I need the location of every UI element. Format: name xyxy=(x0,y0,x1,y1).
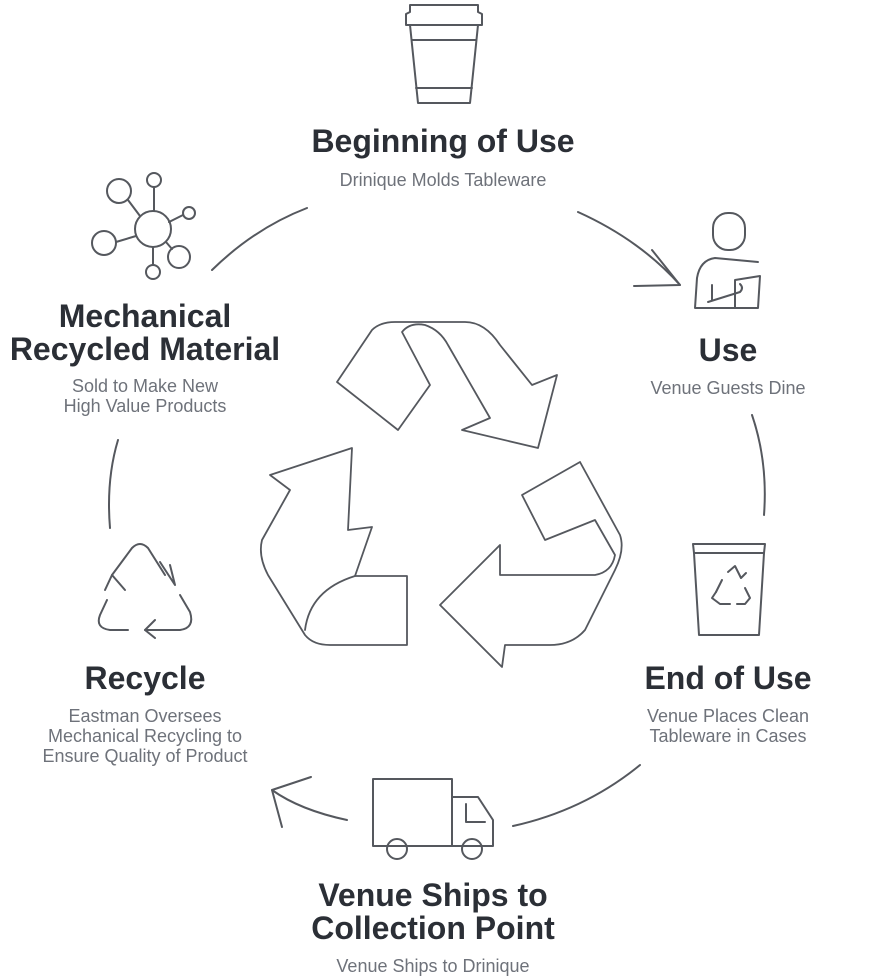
title-line: Collection Point xyxy=(311,910,555,946)
title-line: Venue Ships to xyxy=(318,877,548,913)
subtitle-line: Tableware in Cases xyxy=(649,726,807,746)
arc-mechanical-to-beginning xyxy=(211,207,308,271)
stage-subtitle-beginning: Drinique Molds Tableware xyxy=(339,170,547,190)
stage-title-end: End of Use xyxy=(644,660,812,696)
arrowhead-use xyxy=(633,249,681,287)
subtitle-line: Sold to Make New xyxy=(71,376,219,396)
stage-subtitle-end: Venue Places Clean Tableware in Cases xyxy=(618,706,838,746)
stage-subtitle-use: Venue Guests Dine xyxy=(650,378,806,398)
arc-end-to-ship xyxy=(512,764,641,827)
arc-use-to-end xyxy=(751,414,766,516)
subtitle-line: Eastman Oversees xyxy=(68,706,222,726)
stage-title-use: Use xyxy=(698,332,758,368)
stage-subtitle-recycle: Eastman Oversees Mechanical Recycling to… xyxy=(15,706,275,766)
central-recycle-symbol-icon xyxy=(259,321,623,668)
arc-ship-to-recycle xyxy=(271,789,348,821)
arc-beginning-to-use xyxy=(577,211,681,286)
stage-subtitle-ship: Venue Ships to Drinique xyxy=(336,956,530,976)
stage-title-beginning: Beginning of Use xyxy=(311,123,575,159)
truck-icon xyxy=(372,778,494,860)
recycle-arrows-icon xyxy=(97,543,193,639)
stage-subtitle-mechanical: Sold to Make New High Value Products xyxy=(25,376,265,416)
molecule-icon xyxy=(91,172,196,280)
recycling-bin-icon xyxy=(692,543,766,636)
coffee-cup-icon xyxy=(405,4,483,104)
subtitle-line: High Value Products xyxy=(63,396,227,416)
subtitle-line: Venue Places Clean xyxy=(646,706,810,726)
subtitle-line: Ensure Quality of Product xyxy=(42,746,248,766)
title-line: Recycled Material xyxy=(9,331,281,367)
stage-title-recycle: Recycle xyxy=(84,660,206,696)
person-with-tablet-icon xyxy=(694,212,761,309)
title-line: Mechanical xyxy=(58,298,232,334)
arrowhead-recycle xyxy=(271,776,312,828)
stage-title-ship: Venue Ships to Collection Point xyxy=(233,879,633,945)
arc-recycle-to-mechanical xyxy=(108,439,119,529)
subtitle-line: Mechanical Recycling to xyxy=(47,726,243,746)
stage-title-mechanical: Mechanical Recycled Material xyxy=(5,300,285,366)
